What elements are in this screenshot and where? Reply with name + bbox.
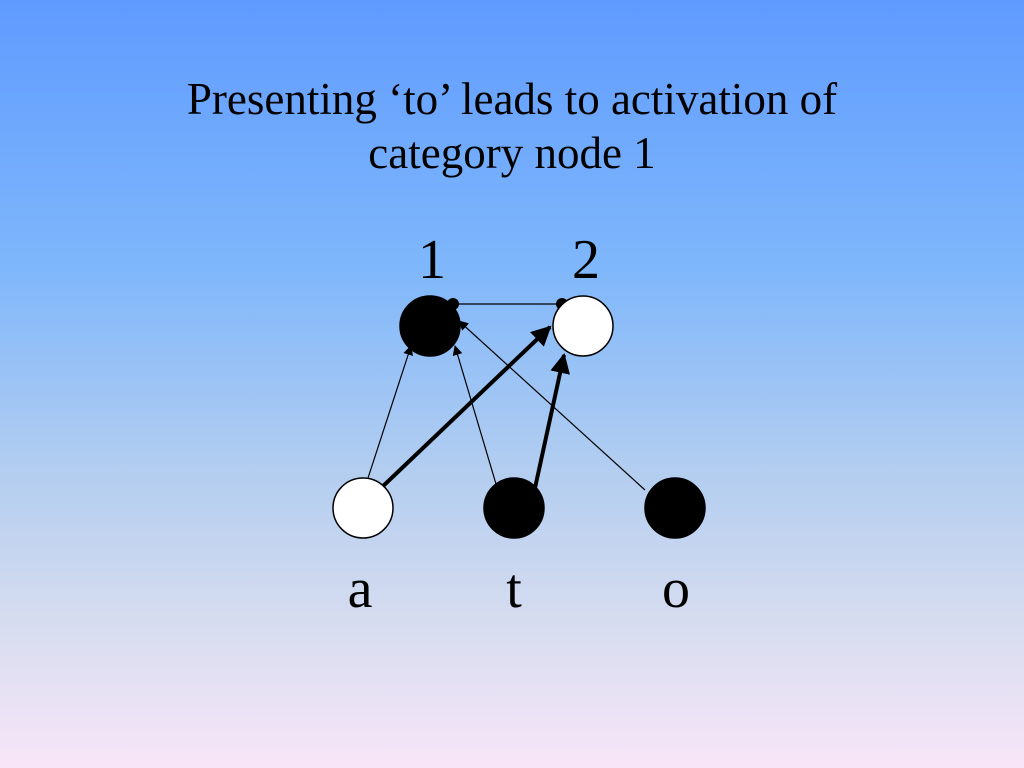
input-node-o [644, 477, 706, 539]
slide-title-line-1: Presenting ‘to’ leads to activation of [186, 74, 838, 124]
slide-title: Presenting ‘to’ leads to activation of c… [62, 72, 962, 180]
input-node-o-label: o [662, 558, 690, 620]
connection-t-to-2 [533, 353, 570, 489]
slide-title-line-2: category node 1 [368, 128, 656, 178]
category-node-1 [399, 295, 461, 357]
connection-a-to-2 [379, 325, 552, 490]
connection-a-to-1 [367, 345, 413, 479]
input-node-a-label: a [348, 558, 373, 620]
category-node-2-label: 2 [572, 229, 600, 291]
connection-t-to-1 [452, 345, 497, 485]
category-node-1-label: 1 [418, 229, 446, 291]
input-node-t-label: t [506, 558, 522, 620]
input-node-t [483, 477, 545, 539]
category-node-2 [552, 295, 614, 357]
input-node-a [332, 477, 394, 539]
